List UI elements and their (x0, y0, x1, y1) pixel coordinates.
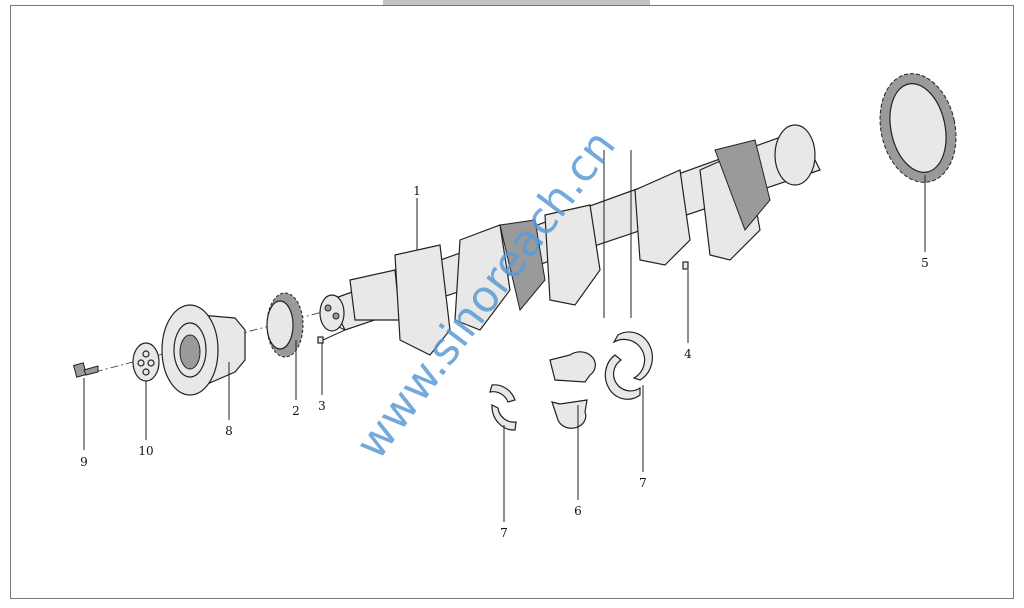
thrust-washer-part-7-right (604, 331, 653, 400)
leader-lines (83, 175, 926, 522)
crankshaft-part-1 (319, 124, 821, 356)
scroll-indicator (383, 0, 650, 5)
drawing-frame (10, 5, 1014, 599)
pin-part-4 (682, 261, 689, 270)
callout-8: 8 (225, 424, 233, 438)
hub-part-8 (161, 304, 246, 396)
bolt-part-9 (73, 362, 99, 378)
callout-2: 2 (292, 404, 300, 418)
callout-3: 3 (318, 399, 326, 413)
ring-gear-part-5 (879, 73, 957, 183)
callout-1: 1 (413, 184, 421, 198)
callout-4: 4 (684, 347, 692, 361)
callout-6: 6 (574, 504, 582, 518)
gear-part-2 (266, 292, 304, 358)
callout-7a: 7 (500, 526, 508, 540)
callout-9: 9 (80, 455, 88, 469)
callout-5: 5 (921, 256, 929, 270)
washer-part-10 (132, 342, 160, 382)
callout-10: 10 (138, 444, 153, 458)
thrust-washer-part-7-left (489, 384, 517, 431)
bearing-shell-part-6 (549, 351, 596, 429)
callout-7b: 7 (639, 476, 647, 490)
pin-part-3 (317, 336, 324, 344)
